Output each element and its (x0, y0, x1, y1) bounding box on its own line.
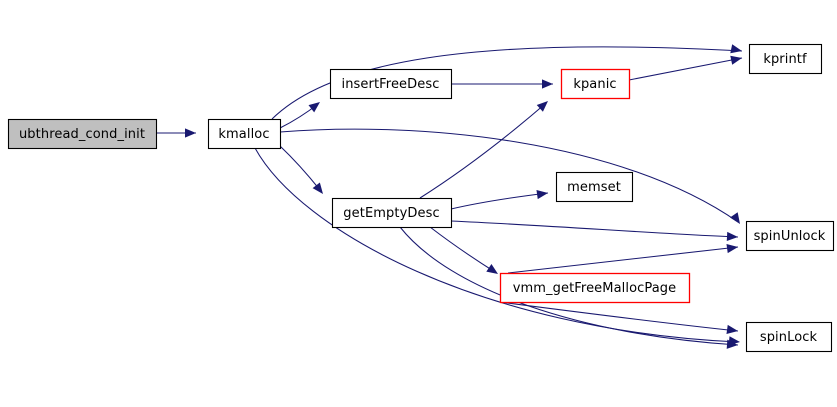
edge-getEmptyDesc-to-spinUnlock (450, 220, 739, 242)
node-label: spinLock (760, 330, 818, 345)
edge-line (628, 57, 743, 81)
edge-kmalloc-to-spinUnlock (279, 128, 740, 224)
node-label: kprintf (763, 52, 807, 67)
edge-kpanic-to-kprintf (628, 55, 743, 81)
edge-kmalloc-to-kprintf (271, 44, 743, 120)
arrowhead (308, 102, 320, 113)
edge-kmalloc-to-insertFreeDesc (279, 102, 320, 129)
node-box[interactable] (499, 272, 691, 304)
edge-kmalloc-to-spinLock (254, 147, 740, 346)
edge-vmm_getFreeMallocPage-to-spinUnlock (507, 243, 739, 274)
edge-vmm_getFreeMallocPage-to-spinLock (499, 301, 739, 335)
edge-getEmptyDesc-to-memset (450, 189, 549, 210)
arrowhead (536, 101, 548, 112)
edge-getEmptyDesc-to-kpanic (419, 101, 548, 199)
edge-line (419, 103, 546, 199)
arrowhead (730, 212, 740, 224)
arrowhead (486, 264, 498, 274)
node-label: memset (567, 180, 621, 195)
arrowhead (542, 79, 553, 89)
arrowhead (730, 44, 742, 54)
arrowhead (536, 189, 548, 200)
node-box[interactable] (555, 171, 634, 203)
node-label: insertFreeDesc (342, 77, 440, 92)
node-vmm_getFreeMallocPage[interactable]: vmm_getFreeMallocPage (499, 272, 691, 304)
edge-line (279, 128, 739, 223)
node-label: ubthread_cond_init (19, 127, 145, 142)
node-box[interactable] (748, 43, 823, 75)
node-kpanic[interactable]: kpanic (560, 68, 631, 100)
node-ubthread_cond_init[interactable]: ubthread_cond_init (7, 118, 158, 150)
edge-layer (156, 44, 743, 349)
node-spinLock[interactable]: spinLock (745, 321, 833, 353)
edge-line (507, 246, 739, 274)
node-label: kmalloc (218, 127, 269, 142)
arrowhead (185, 128, 196, 138)
edge-line (254, 147, 739, 343)
arrowhead (312, 182, 323, 194)
arrowhead (726, 243, 738, 254)
node-box[interactable] (329, 68, 453, 100)
node-box[interactable] (331, 197, 453, 229)
edge-line (450, 192, 549, 210)
edge-line (450, 220, 739, 238)
edge-kmalloc-to-getEmptyDesc (279, 145, 323, 194)
node-label: vmm_getFreeMallocPage (513, 281, 677, 296)
node-spinUnlock[interactable]: spinUnlock (745, 220, 835, 252)
node-box[interactable] (560, 68, 631, 100)
node-box[interactable] (7, 118, 158, 150)
node-getEmptyDesc[interactable]: getEmptyDesc (331, 197, 453, 229)
node-insertFreeDesc[interactable]: insertFreeDesc (329, 68, 453, 100)
arrowhead (726, 324, 738, 335)
node-box[interactable] (207, 118, 282, 150)
arrowhead (730, 55, 742, 65)
edge-line (279, 145, 321, 191)
node-label: getEmptyDesc (343, 206, 439, 221)
node-label: spinUnlock (754, 229, 826, 244)
edge-getEmptyDesc-to-vmm_getFreeMallocPage (429, 226, 498, 274)
node-layer: ubthread_cond_init kmalloc insertFreeDesc k… (7, 43, 835, 353)
edge-line (499, 301, 739, 332)
node-memset[interactable]: memset (555, 171, 634, 203)
arrowhead (726, 339, 738, 349)
node-kmalloc[interactable]: kmalloc (207, 118, 282, 150)
edge-line (429, 226, 496, 273)
arrowhead (726, 231, 738, 242)
edge-insertFreeDesc-to-kpanic (451, 79, 553, 89)
node-box[interactable] (745, 220, 835, 252)
node-label: kpanic (573, 77, 616, 92)
edge-ubthread_cond_init-to-kmalloc (156, 128, 196, 138)
node-box[interactable] (745, 321, 833, 353)
edge-line (271, 46, 743, 120)
node-kprintf[interactable]: kprintf (748, 43, 823, 75)
